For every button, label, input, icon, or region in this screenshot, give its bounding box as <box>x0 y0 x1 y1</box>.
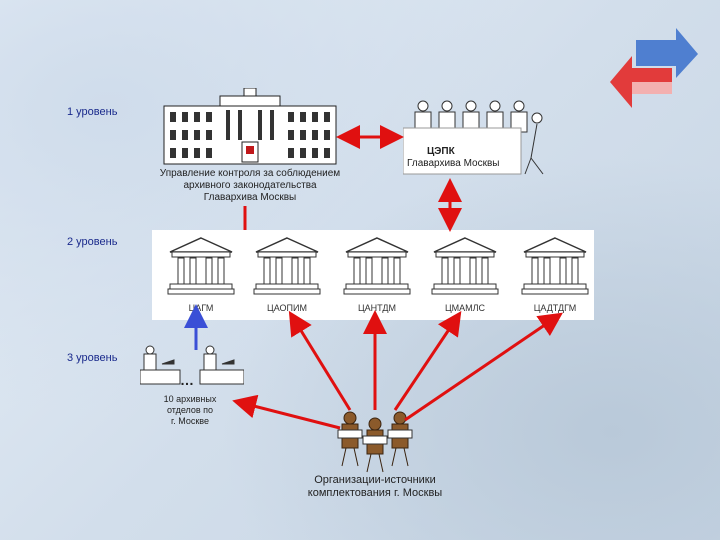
arrow-sources-cadtdgm <box>404 312 563 422</box>
archive-building-icon <box>253 237 321 295</box>
institution-5: ЦАДТДГМ <box>520 236 590 313</box>
level-1-label: 1 уровень <box>67 106 118 118</box>
cepk-panel: ЦЭПК Главархива Москвы <box>402 98 553 176</box>
district-archives-caption: 10 архивных отделов по г. Москве <box>163 394 217 426</box>
archive-building-icon <box>431 237 499 295</box>
institution-label: ЦАНТДМ <box>358 303 396 313</box>
archive-building-icon <box>167 237 235 295</box>
institution-label: ЦАОПИМ <box>267 303 307 313</box>
institution-2: ЦАОПИМ <box>252 236 322 313</box>
archive-building-icon <box>521 237 589 295</box>
control-department-panel <box>150 87 350 204</box>
cepk-subtitle: Главархива Москвы <box>407 158 500 169</box>
arrows-logo-icon <box>610 28 698 108</box>
government-building-icon <box>163 87 337 165</box>
institution-label: ЦМАМЛС <box>444 303 486 313</box>
level-2-label: 2 уровень <box>67 236 118 248</box>
institution-3: ЦАНТДМ <box>342 236 412 313</box>
source-organizations-people-icon <box>337 411 413 473</box>
level-3-label: 3 уровень <box>67 352 118 364</box>
commission-people-icon <box>402 100 544 175</box>
district-clerks-icon <box>139 345 245 385</box>
arrow-sources-cmamls <box>393 311 462 411</box>
arrow-sources-caopim <box>288 310 352 411</box>
archive-building-icon <box>343 237 411 295</box>
district-archives-panel: … <box>139 342 245 388</box>
institution-label: ЦАДТДГМ <box>533 303 577 313</box>
control-department-caption: Управление контроля за соблюдением архив… <box>159 168 341 203</box>
arrow-sources-district <box>232 394 341 430</box>
ellipsis-text: … <box>180 372 194 388</box>
source-organizations-caption: Организации-источники комплектования г. … <box>307 474 443 499</box>
cepk-title: ЦЭПК <box>427 146 455 157</box>
institution-4: ЦМАМЛС <box>430 236 500 313</box>
